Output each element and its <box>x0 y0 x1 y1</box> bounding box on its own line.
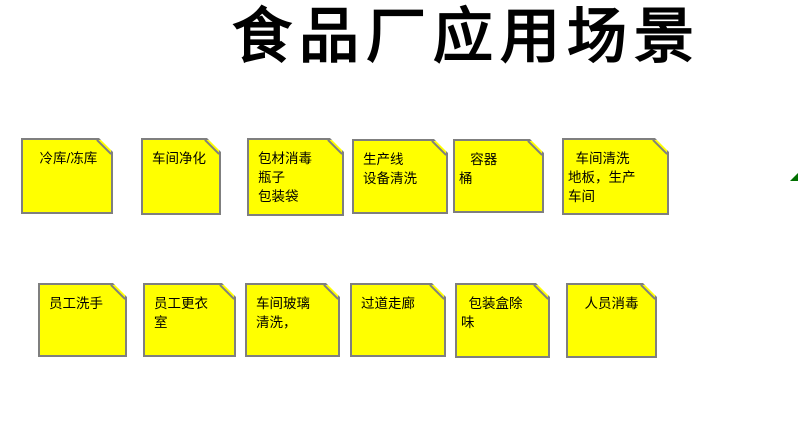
folded-corner-icon <box>222 283 236 297</box>
folded-corner-icon <box>434 139 448 153</box>
note-containers-buckets: 容器 桶 <box>453 139 544 213</box>
folded-corner-icon <box>643 283 657 297</box>
note-workshop-purification: 车间净化 <box>141 138 221 215</box>
folded-corner-icon <box>99 138 113 152</box>
note-production-line-cleaning: 生产线 设备清洗 <box>352 139 448 214</box>
note-text: 车间清洗 地板，生产 车间 <box>568 151 636 204</box>
note-text: 人员消毒 <box>577 296 639 311</box>
note-packaging-box-deodorize: 包装盒除 味 <box>455 283 550 358</box>
folded-corner-icon <box>330 138 344 152</box>
green-arrowhead-icon <box>790 173 798 181</box>
folded-corner-icon <box>432 283 446 297</box>
note-workshop-floor-cleaning: 车间清洗 地板，生产 车间 <box>562 138 669 215</box>
note-text: 车间净化 <box>152 151 206 166</box>
note-changing-room: 员工更衣 室 <box>143 283 236 357</box>
note-employee-handwashing: 员工洗手 <box>38 283 127 357</box>
note-text: 冷库/冻库 <box>32 151 98 166</box>
note-text: 员工更衣 室 <box>154 296 208 330</box>
note-text: 生产线 设备清洗 <box>363 152 417 186</box>
note-workshop-glass-cleaning: 车间玻璃 清洗， <box>245 283 340 357</box>
folded-corner-icon <box>113 283 127 297</box>
note-text: 容器 桶 <box>459 152 498 186</box>
note-text: 包材消毒 瓶子 包装袋 <box>258 151 312 204</box>
note-packaging-disinfection: 包材消毒 瓶子 包装袋 <box>247 138 344 216</box>
folded-corner-icon <box>207 138 221 152</box>
folded-corner-icon <box>326 283 340 297</box>
folded-corner-icon <box>530 139 544 153</box>
note-text: 过道走廊 <box>361 296 415 311</box>
note-text: 员工洗手 <box>49 296 103 311</box>
slide-title: 食品厂应用场景 <box>232 4 701 70</box>
folded-corner-icon <box>536 283 550 297</box>
note-cold-storage: 冷库/冻库 <box>21 138 113 214</box>
folded-corner-icon <box>655 138 669 152</box>
note-corridor: 过道走廊 <box>350 283 446 357</box>
note-personnel-disinfection: 人员消毒 <box>566 283 657 358</box>
note-text: 车间玻璃 清洗， <box>256 296 310 330</box>
note-text: 包装盒除 味 <box>461 296 523 330</box>
